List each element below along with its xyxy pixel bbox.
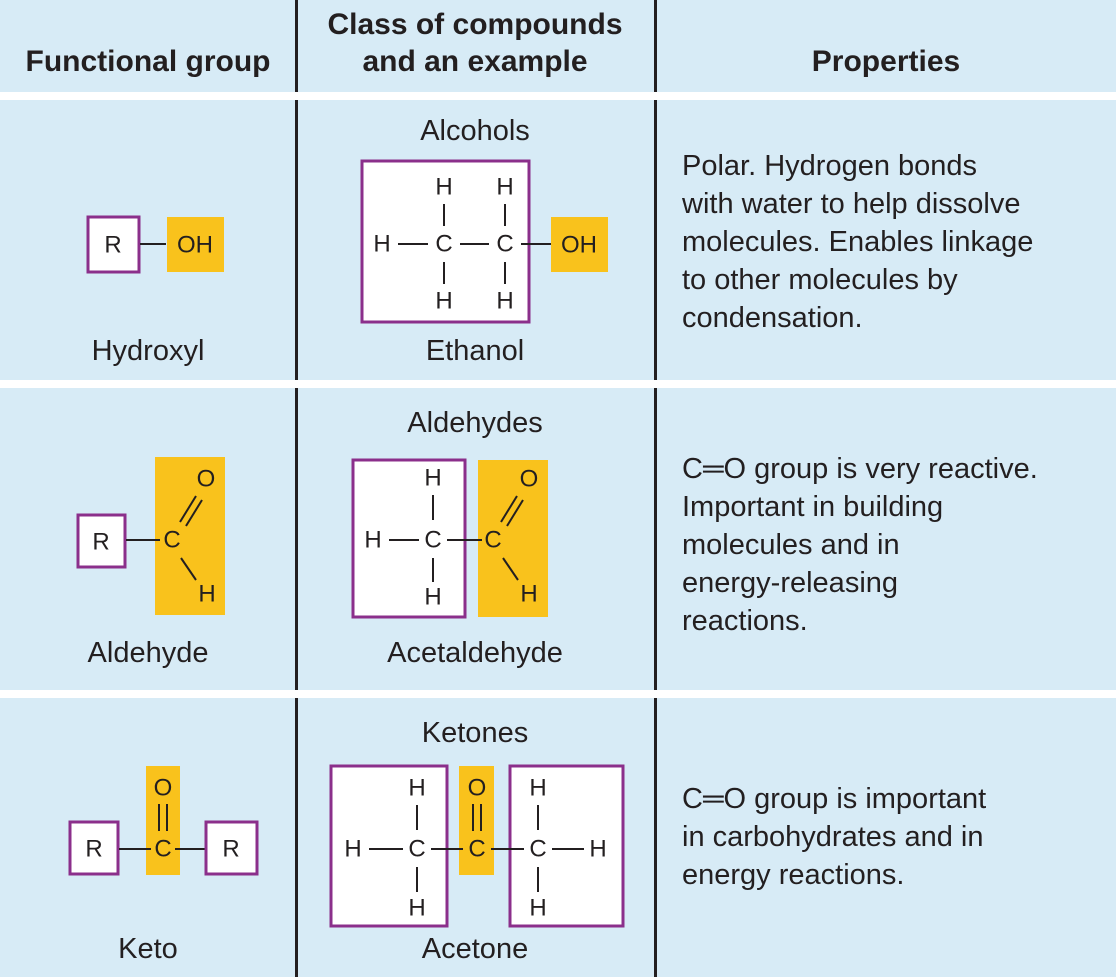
h-atom: H bbox=[529, 775, 546, 802]
c-atom: C bbox=[154, 836, 171, 863]
h-atom: H bbox=[424, 584, 441, 611]
class-name-ketones: Ketones bbox=[421, 717, 529, 749]
h-atom: H bbox=[344, 836, 361, 863]
properties-line: Polar. Hydrogen bonds bbox=[682, 150, 978, 182]
c-atom: C bbox=[163, 527, 180, 554]
hydroxyl-structure: R OH bbox=[86, 215, 224, 274]
properties-line: molecules and in bbox=[682, 529, 900, 561]
h-atom: H bbox=[589, 836, 606, 863]
column-divider-left bbox=[295, 0, 298, 977]
c-atom: C bbox=[484, 527, 501, 554]
c-atom: C bbox=[496, 231, 513, 258]
properties-line: Important in building bbox=[682, 491, 944, 523]
bond bbox=[179, 495, 197, 523]
h-atom: H bbox=[520, 581, 537, 608]
row-divider-1 bbox=[0, 380, 1116, 388]
carbon-chain-box bbox=[351, 458, 467, 619]
r-group-box bbox=[204, 820, 259, 876]
properties-line: energy-releasing bbox=[682, 567, 899, 599]
bond bbox=[502, 557, 519, 581]
h-atom: H bbox=[408, 895, 425, 922]
carbon-chain-box bbox=[360, 159, 531, 324]
r-atom: R bbox=[85, 836, 102, 863]
keto-highlight bbox=[459, 766, 494, 875]
c-atom: C bbox=[529, 836, 546, 863]
h-atom: H bbox=[198, 581, 215, 608]
column-divider-right bbox=[654, 0, 657, 977]
class-name-alcohols: Alcohols bbox=[420, 115, 530, 147]
aldehyde-highlight bbox=[155, 457, 225, 615]
o-atom: O bbox=[520, 466, 539, 493]
properties-line: to other molecules by bbox=[682, 264, 958, 296]
row-divider-2 bbox=[0, 690, 1116, 698]
properties-line: energy reactions. bbox=[682, 859, 905, 891]
header-functional-group: Functional group bbox=[25, 45, 271, 78]
properties-hydroxyl: Polar. Hydrogen bonds with water to help… bbox=[682, 147, 1112, 337]
bond bbox=[180, 557, 197, 581]
o-atom: O bbox=[154, 775, 173, 802]
keto-structure: O R C R bbox=[68, 766, 259, 876]
h-atom: H bbox=[496, 174, 513, 201]
row-divider-header bbox=[0, 92, 1116, 100]
carbon-chain-box-left bbox=[329, 764, 449, 928]
class-name-aldehydes: Aldehydes bbox=[407, 407, 543, 439]
properties-line: molecules. Enables linkage bbox=[682, 226, 1034, 258]
h-atom: H bbox=[408, 775, 425, 802]
properties-line: C═O group is important bbox=[682, 783, 987, 815]
r-atom: R bbox=[92, 529, 109, 556]
example-name-acetaldehyde: Acetaldehyde bbox=[387, 637, 563, 669]
c-atom: C bbox=[424, 527, 441, 554]
example-name-ethanol: Ethanol bbox=[425, 335, 525, 367]
c-atom: C bbox=[408, 836, 425, 863]
bond bbox=[500, 495, 518, 523]
r-group-box bbox=[68, 820, 120, 876]
ethanol-structure: H H H C C OH H H bbox=[360, 159, 608, 324]
c-atom: C bbox=[468, 836, 485, 863]
h-atom: H bbox=[529, 895, 546, 922]
h-atom: H bbox=[496, 288, 513, 315]
group-name-keto: Keto bbox=[118, 933, 178, 965]
header-class-line2: and an example bbox=[362, 45, 588, 78]
example-name-acetone: Acetone bbox=[421, 933, 529, 965]
properties-aldehyde: C═O group is very reactive. Important in… bbox=[682, 450, 1112, 640]
carbon-chain-box-right bbox=[508, 764, 625, 928]
h-atom: H bbox=[424, 465, 441, 492]
aldehyde-structure: R C O H bbox=[76, 457, 225, 615]
header-properties: Properties bbox=[811, 45, 961, 78]
h-atom: H bbox=[435, 174, 452, 201]
bond bbox=[506, 499, 524, 527]
h-atom: H bbox=[364, 527, 381, 554]
r-group-box bbox=[86, 215, 141, 274]
oh-atom: OH bbox=[177, 232, 213, 259]
hydroxyl-highlight bbox=[167, 217, 224, 272]
properties-line: with water to help dissolve bbox=[682, 188, 1021, 220]
acetaldehyde-structure: H H C C O H H bbox=[351, 458, 548, 619]
r-group-box bbox=[76, 513, 127, 569]
o-atom: O bbox=[468, 775, 487, 802]
keto-highlight bbox=[146, 766, 180, 875]
r-atom: R bbox=[104, 232, 121, 259]
header-class-line1: Class of compounds bbox=[327, 8, 623, 41]
properties-line: condensation. bbox=[682, 302, 863, 334]
hydroxyl-highlight bbox=[551, 217, 608, 272]
o-atom: O bbox=[197, 466, 216, 493]
h-atom: H bbox=[373, 231, 390, 258]
h-atom: H bbox=[435, 288, 452, 315]
properties-keto: C═O group is important in carbohydrates … bbox=[682, 780, 1112, 894]
r-atom: R bbox=[222, 836, 239, 863]
oh-atom: OH bbox=[561, 232, 597, 259]
bond bbox=[185, 499, 203, 527]
group-name-aldehyde: Aldehyde bbox=[87, 637, 209, 669]
properties-line: reactions. bbox=[682, 605, 808, 637]
c-atom: C bbox=[435, 231, 452, 258]
aldehyde-highlight bbox=[478, 460, 548, 617]
properties-line: in carbohydrates and in bbox=[682, 821, 984, 853]
properties-line: C═O group is very reactive. bbox=[682, 453, 1038, 485]
group-name-hydroxyl: Hydroxyl bbox=[91, 335, 205, 367]
